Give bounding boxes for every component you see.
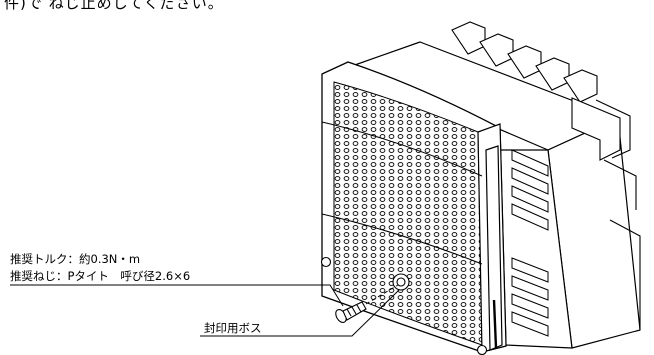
recommended-torque-label: 推奨トルク：約0.3N・m bbox=[10, 252, 141, 266]
instruction-text-fragment: 件)で ねじ止めしてください。 bbox=[4, 0, 224, 12]
screw-icon bbox=[335, 301, 367, 324]
perforated-front-panel bbox=[333, 81, 483, 346]
screw-insertion-line bbox=[365, 284, 399, 305]
seal-boss-label: 封印用ボス bbox=[204, 321, 262, 335]
seal-boss bbox=[392, 273, 410, 291]
side-vents-upper bbox=[511, 149, 549, 231]
terminal-block bbox=[451, 21, 621, 161]
corner-feet bbox=[320, 256, 488, 355]
case-steps bbox=[595, 99, 641, 330]
recommended-screw-label: 推奨ねじ：Pタイト 呼び径2.6×6 bbox=[10, 269, 191, 283]
bezel-side bbox=[477, 123, 507, 353]
front-seams bbox=[321, 121, 483, 265]
side-vents-lower bbox=[511, 257, 549, 337]
leader-lines bbox=[10, 284, 400, 337]
